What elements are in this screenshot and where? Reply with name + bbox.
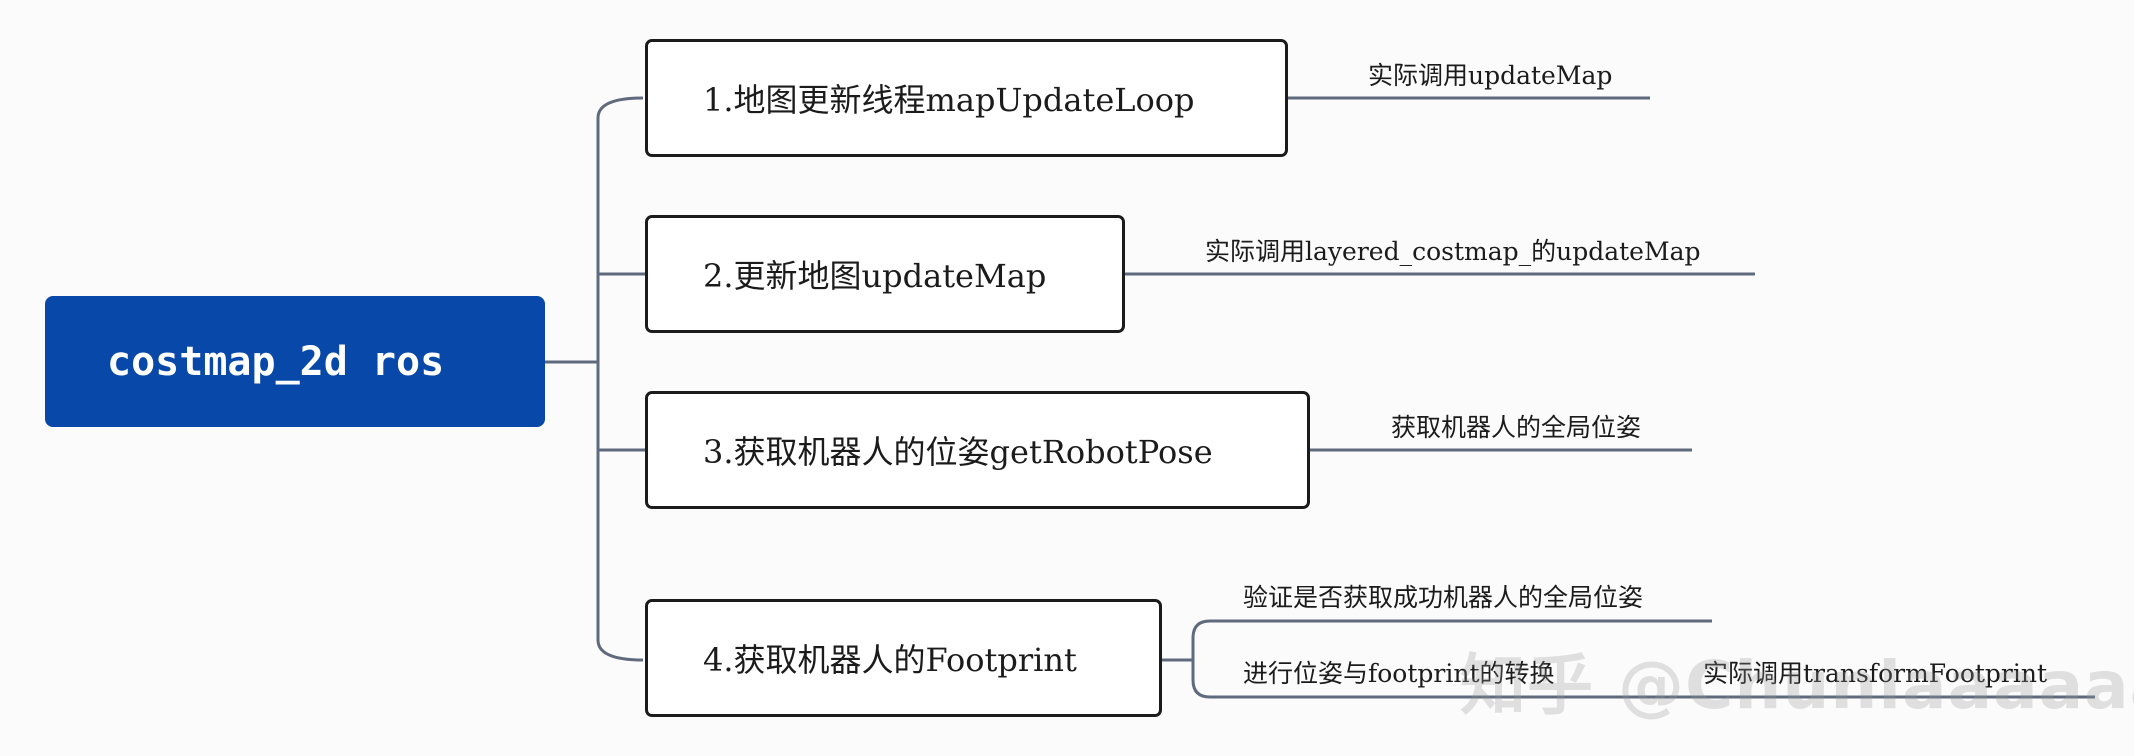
trunk-connector [596,96,644,662]
note-footprint-call: 实际调用transformFootprint [1703,659,2048,688]
note-get-robot-pose: 获取机器人的全局位姿 [1391,413,1642,442]
topic-update-map[interactable]: 2.更新地图updateMap [645,215,1125,333]
note-footprint-transform: 进行位姿与footprint的转换 [1243,659,1555,688]
note-footprint-verify: 验证是否获取成功机器人的全局位姿 [1243,583,1644,612]
topic-get-footprint[interactable]: 4.获取机器人的Footprint [645,599,1162,717]
topic-map-update-loop[interactable]: 1.地图更新线程mapUpdateLoop [645,39,1288,157]
topic-label: 1.地图更新线程mapUpdateLoop [703,81,1195,119]
topic-label: 4.获取机器人的Footprint [703,641,1077,679]
topic-label: 3.获取机器人的位姿getRobotPose [703,433,1213,471]
root-topic[interactable]: costmap_2d ros [45,296,545,427]
topic-label: 2.更新地图updateMap [703,257,1047,295]
topic-get-robot-pose[interactable]: 3.获取机器人的位姿getRobotPose [645,391,1310,509]
root-topic-label: costmap_2d ros [107,338,445,385]
note-branch-4 [1191,619,1232,699]
note-update-map: 实际调用layered_costmap_的updateMap [1205,237,1701,266]
note-map-update-loop: 实际调用updateMap [1368,61,1613,90]
